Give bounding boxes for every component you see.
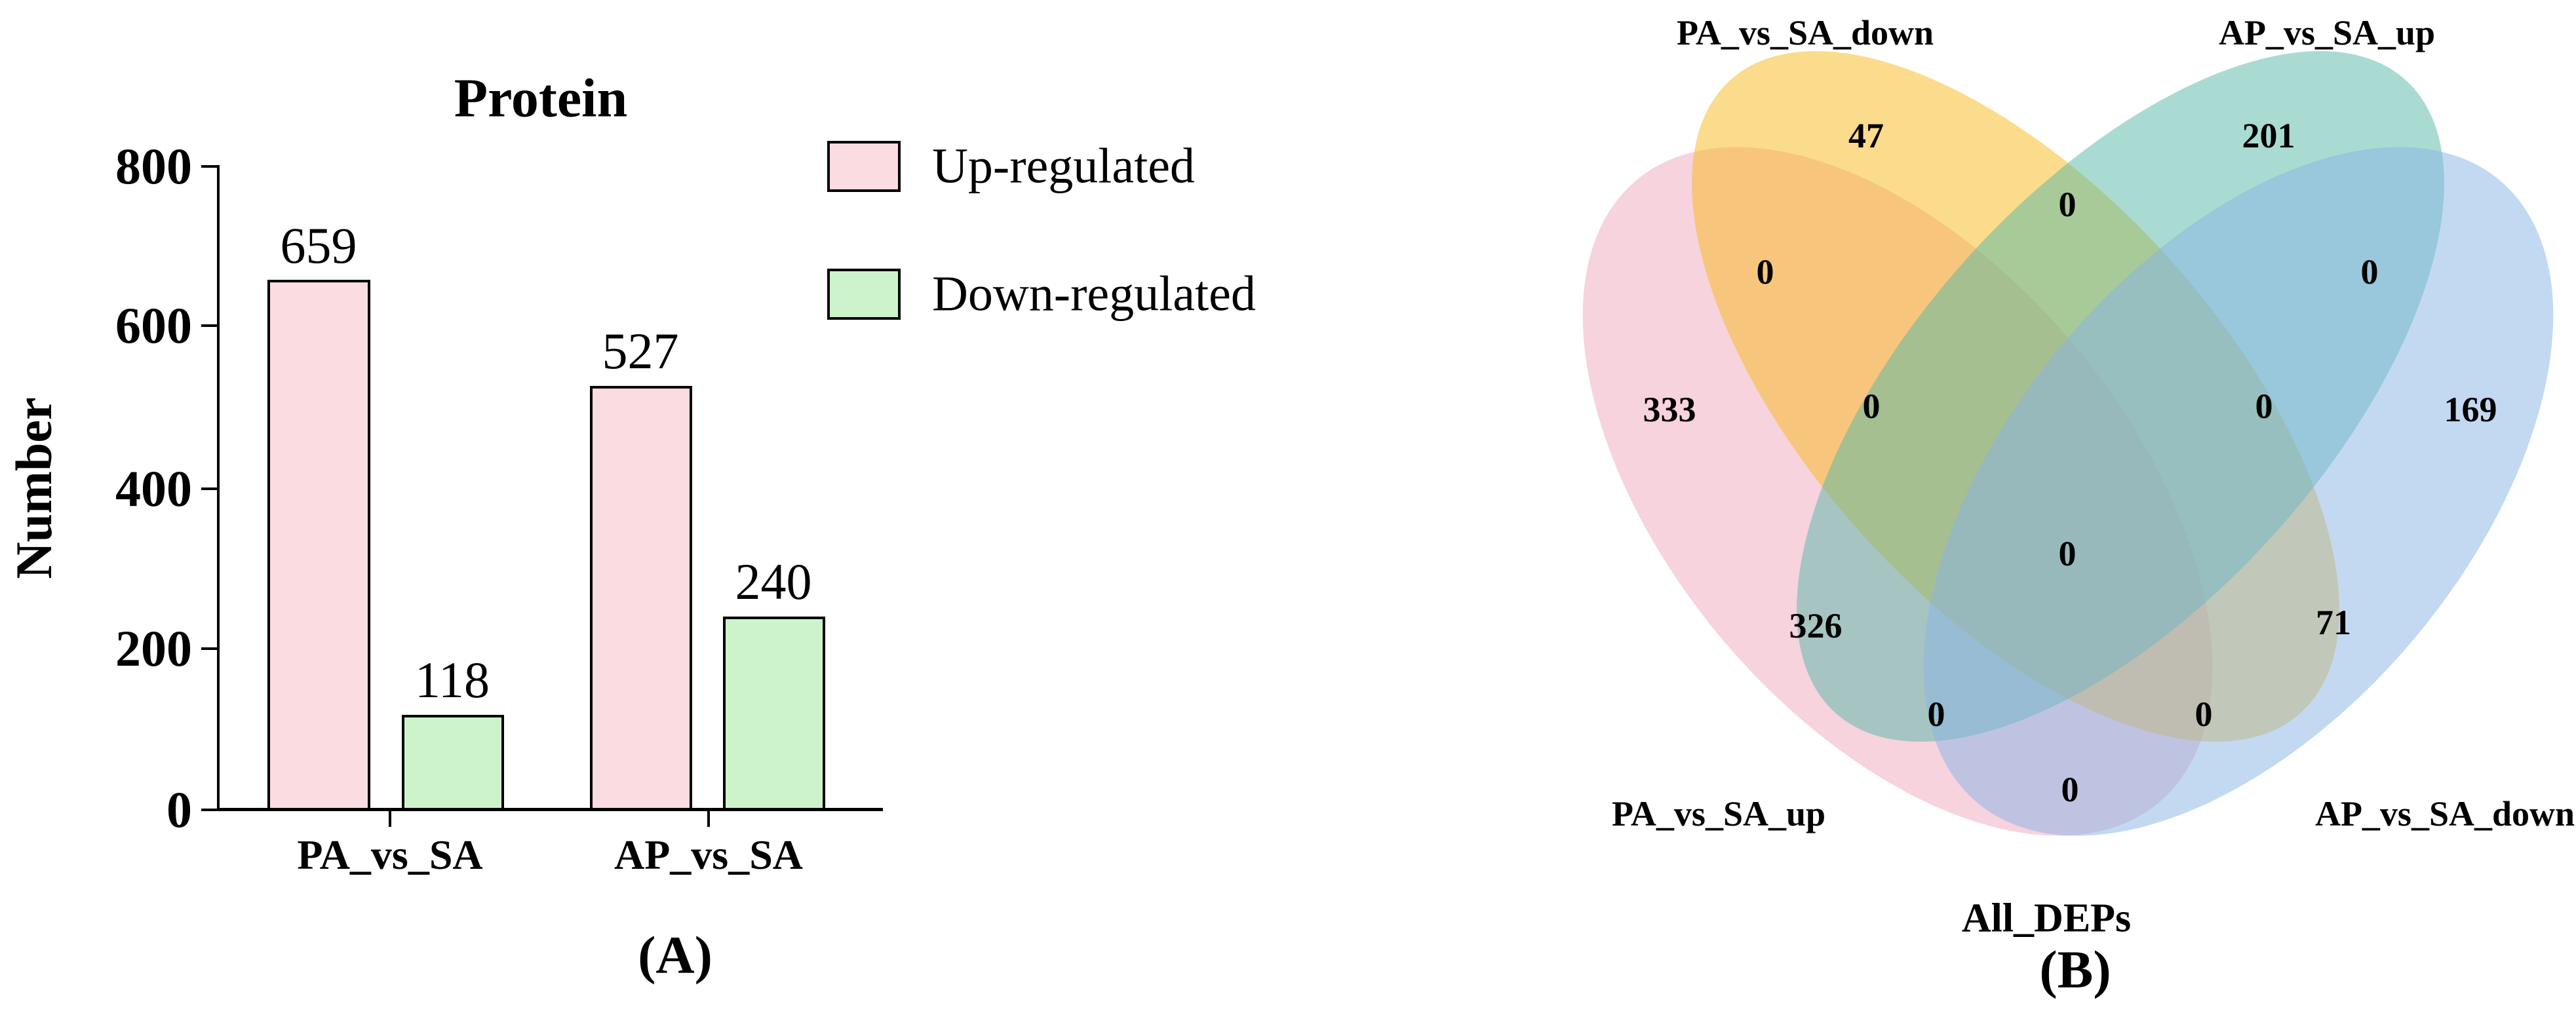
legend-label-down-regulated: Down-regulated [932,266,1256,322]
chart-title: Protein [454,67,628,129]
y-tick-label-400: 400 [115,460,192,517]
venn-count-pa-up-only: 333 [1643,390,1696,429]
venn-count-paup-padown-apdown: 0 [2195,695,2213,734]
venn-count-paup-apup-apdown: 0 [1927,695,1945,734]
bar-value-ap-down: 240 [735,553,812,610]
panel-b-letter: (B) [2039,940,2111,999]
y-axis-label: Number [5,397,62,579]
venn-count-pa-down-only: 47 [1848,116,1884,155]
y-axis-line [217,165,220,811]
venn-label-all-deps: All_DEPs [1961,896,2132,941]
x-category-ap-vs-sa: AP_vs_SA [614,831,804,878]
y-tick-200 [201,647,217,650]
venn-count-padown-apup-apdown: 0 [2255,387,2273,426]
bar-ap-down [723,617,825,811]
bar-value-ap-up: 527 [602,322,679,379]
x-tick-pa [389,811,391,827]
venn-ellipse-ap-vs-sa-down [1923,147,2554,836]
venn-ellipses [1582,50,2554,836]
venn-count-all-four: 0 [2058,534,2077,573]
panel-a-bar-chart: Protein Number 800 600 400 200 0 659 118… [5,67,1256,985]
bar-value-pa-up: 659 [280,217,357,274]
panel-b-venn-diagram: 47 201 0 0 0 333 0 0 169 0 326 71 0 0 0 … [1288,0,2576,1011]
legend-swatch-up-regulated [827,141,901,192]
venn-count-ap-up-only: 201 [2242,116,2295,155]
x-category-pa-vs-sa: PA_vs_SA [297,831,483,878]
x-tick-ap [707,811,710,827]
y-tick-0 [201,809,217,811]
venn-count-padown-apdown: 71 [2316,603,2351,642]
venn-count-paup-apup: 326 [1789,606,1843,645]
venn-count-paup-apdown: 0 [2061,770,2079,809]
y-tick-label-600: 600 [115,297,192,354]
venn-label-pa-vs-sa-down: PA_vs_SA_down [1676,13,1934,52]
legend-label-up-regulated: Up-regulated [932,138,1195,194]
y-tick-600 [201,324,217,327]
venn-count-paup-padown: 0 [1756,252,1774,292]
venn-count-paup-padown-apup: 0 [1862,387,1881,426]
bar-pa-up [267,280,370,811]
venn-count-padown-apup: 0 [2058,185,2077,224]
legend-swatch-down-regulated [827,269,901,320]
venn-label-ap-vs-sa-down: AP_vs_SA_down [2314,794,2575,833]
venn-count-ap-down-only: 169 [2444,390,2497,429]
y-tick-400 [201,487,217,490]
venn-label-pa-vs-sa-up: PA_vs_SA_up [1611,794,1826,833]
x-axis-line [217,808,883,811]
y-tick-label-800: 800 [115,138,192,195]
venn-label-ap-vs-sa-up: AP_vs_SA_up [2218,13,2436,52]
bar-value-pa-down: 118 [414,651,490,708]
bar-ap-up [590,386,692,811]
y-tick-800 [201,165,217,168]
panel-a-letter: (A) [638,925,712,985]
y-tick-label-200: 200 [115,620,192,677]
y-tick-label-0: 0 [166,781,192,838]
bar-pa-down [402,715,504,811]
venn-count-apup-apdown: 0 [2360,252,2379,292]
